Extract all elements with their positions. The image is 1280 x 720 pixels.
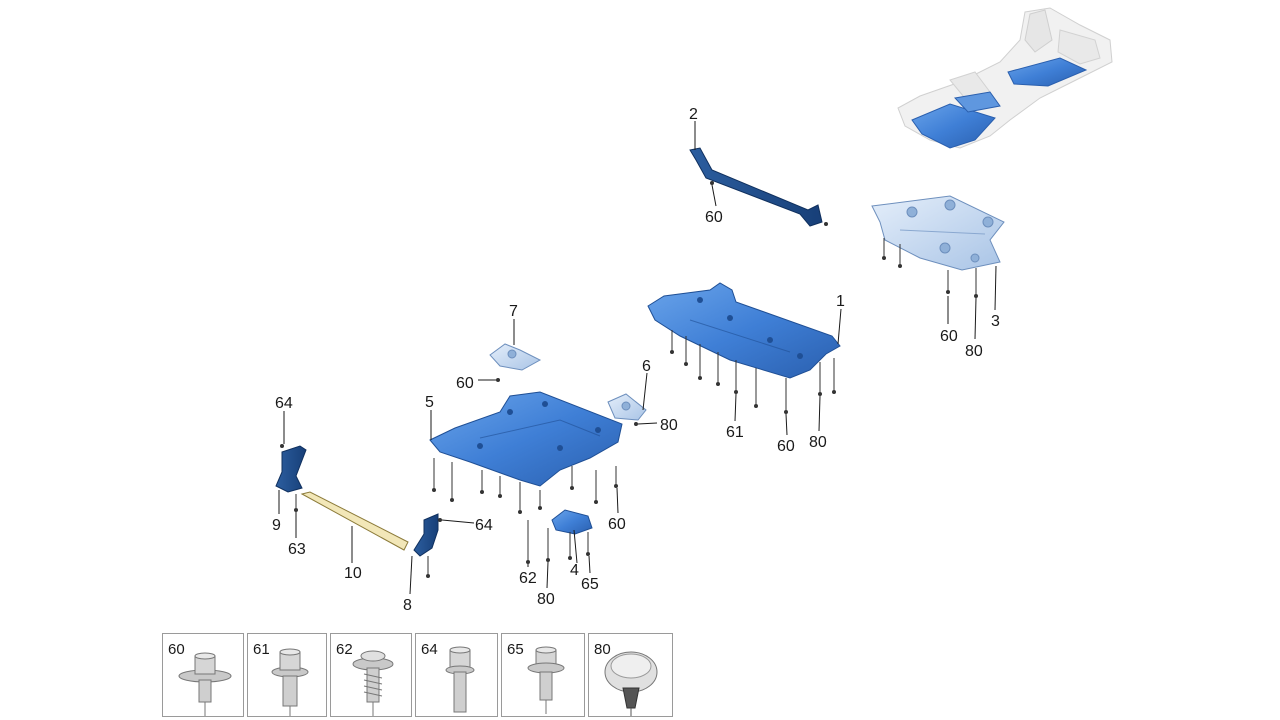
fastener-card-62[interactable]: 62	[330, 633, 412, 717]
fastener-card-60[interactable]: 60	[162, 633, 244, 717]
callout-fastener-80: 80	[537, 591, 555, 608]
fastener-number: 62	[336, 641, 353, 658]
callout-part-4: 4	[570, 562, 579, 579]
callout-part-7: 7	[509, 303, 518, 320]
callout-fastener-60: 60	[456, 375, 474, 392]
callout-fastener-62: 62	[519, 570, 537, 587]
fastener-number: 80	[594, 641, 611, 658]
callout-part-5: 5	[425, 394, 434, 411]
part-4-small-shield[interactable]	[551, 509, 593, 535]
callout-fastener-61: 61	[726, 424, 744, 441]
part-8-side-bracket[interactable]	[413, 513, 439, 557]
callout-fastener-60: 60	[608, 516, 626, 533]
fastener-dots	[280, 256, 978, 578]
callout-fastener-80: 80	[809, 434, 827, 451]
callout-leaders	[278, 121, 997, 595]
fastener-number: 64	[421, 641, 438, 658]
callout-part-3: 3	[991, 313, 1000, 330]
callout-fastener-80: 80	[660, 417, 678, 434]
callout-fastener-60: 60	[705, 209, 723, 226]
part-3-rear-shield[interactable]	[871, 195, 1005, 271]
callout-fastener-65: 65	[581, 576, 599, 593]
callout-part-2: 2	[689, 106, 698, 123]
part-2-cross-strut[interactable]	[689, 147, 828, 227]
part-10-side-strip[interactable]	[300, 491, 409, 551]
callout-part-9: 9	[272, 517, 281, 534]
callout-fastener-63: 63	[288, 541, 306, 558]
hex-flange-bolt-short-icon	[527, 646, 565, 714]
callout-fastener-64: 64	[475, 517, 493, 534]
fastener-card-61[interactable]: 61	[247, 633, 327, 717]
self-tapping-screw-icon	[352, 650, 394, 716]
fastener-leaders	[295, 238, 977, 574]
hex-flange-bolt-icon	[271, 648, 309, 716]
fastener-number: 61	[253, 641, 270, 658]
callout-fastener-80: 80	[965, 343, 983, 360]
hex-bolt-icon	[445, 646, 475, 713]
part-1-center-underbody-panel[interactable]	[647, 282, 841, 379]
vehicle-overview-thumbnail	[897, 7, 1113, 149]
flange-bolt-washer-icon	[178, 652, 232, 716]
callout-part-10: 10	[344, 565, 362, 582]
part-6-mount-bracket[interactable]	[607, 393, 647, 421]
fastener-card-64[interactable]: 64	[415, 633, 498, 717]
fastener-card-80[interactable]: 80	[588, 633, 673, 717]
part-5-front-underbody-panel[interactable]	[429, 391, 623, 487]
callout-fastener-64: 64	[275, 395, 293, 412]
callout-fastener-60: 60	[940, 328, 958, 345]
fastener-number: 60	[168, 641, 185, 658]
callout-part-1: 1	[836, 293, 845, 310]
part-7-mount-bracket[interactable]	[489, 343, 542, 371]
callout-fastener-60: 60	[777, 438, 795, 455]
fastener-number: 65	[507, 641, 524, 658]
callout-part-8: 8	[403, 597, 412, 614]
fastener-card-65[interactable]: 65	[501, 633, 585, 717]
part-9-side-bracket[interactable]	[275, 445, 307, 493]
callout-part-6: 6	[642, 358, 651, 375]
push-clip-icon	[604, 651, 658, 716]
